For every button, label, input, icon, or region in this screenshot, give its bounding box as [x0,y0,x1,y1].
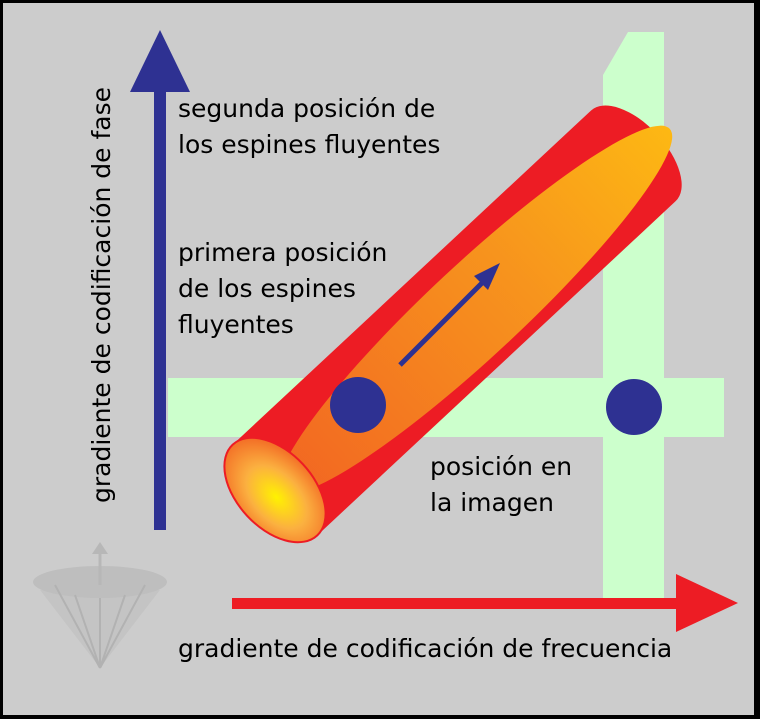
phase-axis-label: gradiente de codificación de fase [87,87,116,503]
spin-first-position [330,377,386,433]
spin-image-position [606,379,662,435]
second-position-label: segunda posición de los espines fluyente… [178,94,443,159]
first-position-label: primera posición de los espines fluyente… [178,238,395,339]
spin-cone-logo-icon [33,542,167,669]
image-position-label: posición en la imagen [430,452,580,517]
flow-direction-arrow-icon [398,263,500,367]
frequency-axis-arrow-icon [232,574,738,632]
frequency-axis-label: gradiente de codificación de frecuencia [178,634,672,663]
phase-axis-arrow-icon [130,30,190,530]
